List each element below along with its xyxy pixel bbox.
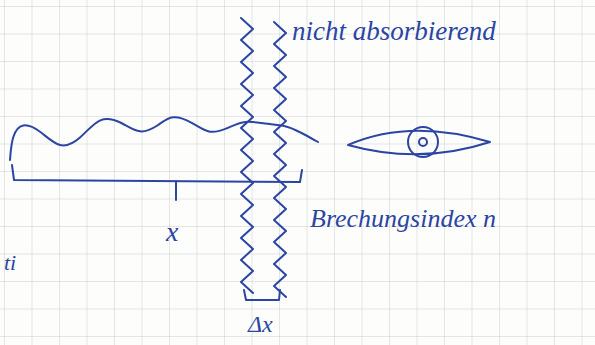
material-note: nicht absorbierend [292, 18, 496, 45]
eye-iris [408, 127, 438, 157]
light-wave [10, 117, 318, 160]
eye-outline [348, 131, 490, 155]
slab-left-boundary [241, 18, 253, 293]
fragment-text: ti [4, 252, 16, 274]
refractive-index-label: Brechungsindex n [310, 206, 496, 232]
slab-right-boundary [274, 22, 286, 297]
thickness-bracket [244, 290, 280, 300]
length-brace [12, 165, 302, 200]
distance-label: x [166, 218, 178, 246]
thickness-label: Δx [248, 312, 273, 336]
eye-pupil [419, 138, 427, 146]
